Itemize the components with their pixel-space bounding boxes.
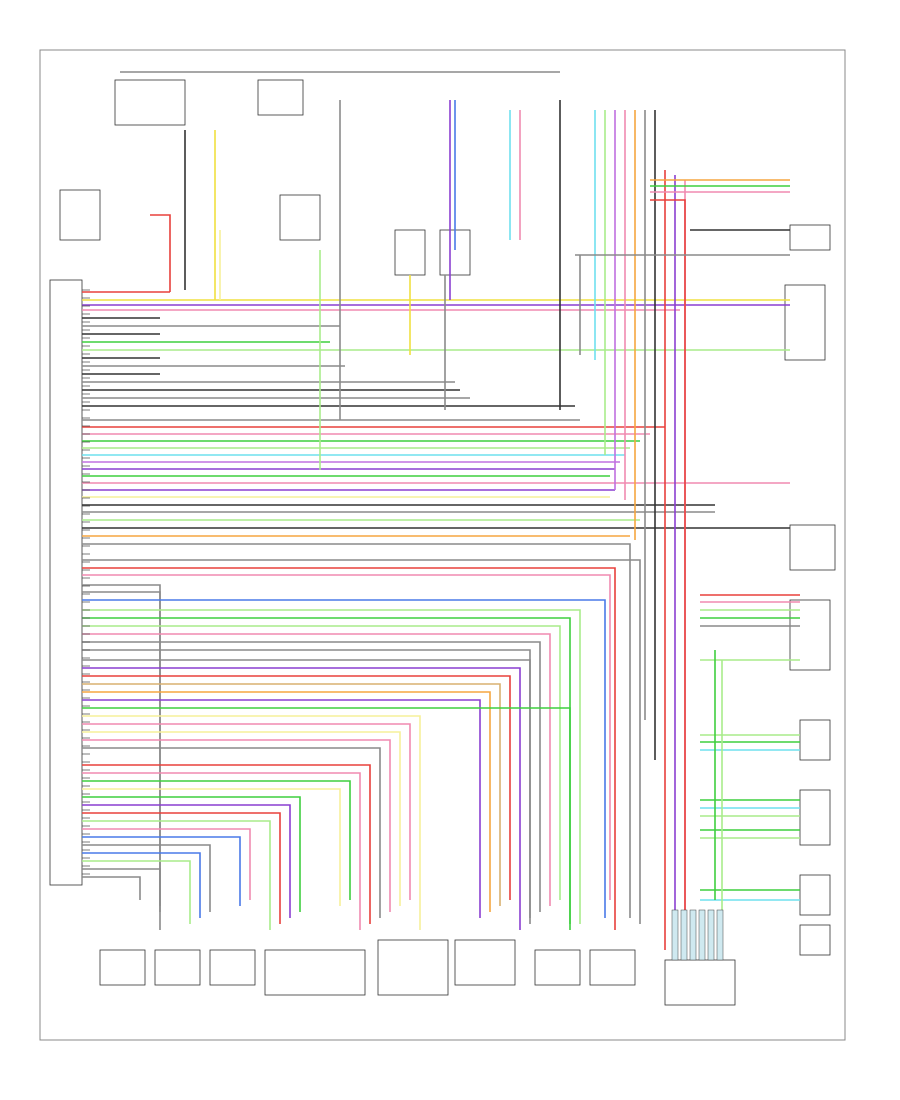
wire-71 xyxy=(82,868,161,930)
bottom-connector-pin xyxy=(716,909,724,961)
top-switch-left xyxy=(114,79,186,126)
bottom-connector-pin xyxy=(671,909,679,961)
diagram-frame xyxy=(39,49,846,1041)
right-sensor-3 xyxy=(799,719,831,761)
right-sensor-6 xyxy=(799,924,831,956)
wire-33 xyxy=(82,543,631,918)
pin-tick-group xyxy=(82,289,90,875)
wire-67 xyxy=(82,836,241,906)
bottom-sensor-1 xyxy=(99,949,146,986)
wire-65 xyxy=(82,820,271,930)
wire-group xyxy=(82,71,800,960)
wire-53 xyxy=(82,715,421,930)
wire-58 xyxy=(82,764,371,924)
wire-59 xyxy=(82,772,361,930)
wire-45 xyxy=(82,649,531,918)
wire-46 xyxy=(82,659,531,924)
wire-39 xyxy=(82,599,606,918)
wire-42 xyxy=(82,625,561,900)
wire-48 xyxy=(82,675,511,900)
wire-68 xyxy=(82,844,211,912)
wire-38 xyxy=(82,591,161,912)
bottom-connector-pin xyxy=(698,909,706,961)
bottom-sensor-3 xyxy=(209,949,256,986)
right-sensor-4 xyxy=(799,789,831,846)
wire-44 xyxy=(82,641,541,912)
wire-70 xyxy=(82,860,191,924)
wire-69 xyxy=(82,852,201,918)
right-feed-4 xyxy=(650,199,686,950)
wire-36 xyxy=(82,574,611,900)
brake-feed xyxy=(150,214,171,292)
bottom-connector-block xyxy=(664,959,736,1006)
wire-64 xyxy=(82,812,281,924)
brake-switch xyxy=(59,189,101,241)
wire-60 xyxy=(82,780,351,900)
bottom-injector-block xyxy=(264,949,366,996)
right-sensor-box xyxy=(784,284,826,361)
wire-50 xyxy=(82,691,491,912)
wire-47 xyxy=(82,667,521,930)
wire-54 xyxy=(82,723,411,900)
wire-40 xyxy=(82,609,581,924)
ignition-relay xyxy=(279,194,321,241)
wire-37 xyxy=(82,584,161,906)
bottom-connector-pin xyxy=(707,909,715,961)
engine-control-module xyxy=(49,279,83,886)
right-switch-top xyxy=(789,224,831,251)
wire-51 xyxy=(82,699,481,918)
right-mid-sensor-2 xyxy=(789,599,831,671)
bottom-sensor-2 xyxy=(154,949,201,986)
wire-62 xyxy=(82,796,301,912)
bottom-sensor-7 xyxy=(534,949,581,986)
bottom-connector-group xyxy=(671,909,724,961)
wire-52 xyxy=(82,707,571,924)
wire-66 xyxy=(82,828,251,900)
wire-57 xyxy=(82,747,381,918)
clutch-switch xyxy=(394,229,426,276)
wire-63 xyxy=(82,804,291,918)
bottom-connector-pin xyxy=(689,909,697,961)
wire-56 xyxy=(82,739,391,912)
bottom-connector-pin xyxy=(680,909,688,961)
bottom-throttle-body xyxy=(377,939,449,996)
wire-61 xyxy=(82,788,341,906)
wire-41 xyxy=(82,617,571,930)
wire-34 xyxy=(82,559,641,924)
wire-49 xyxy=(82,683,501,906)
wire-72 xyxy=(82,876,141,900)
bottom-sensor-8 xyxy=(589,949,636,986)
wire-55 xyxy=(82,731,401,906)
right-mid-sensor xyxy=(789,524,836,571)
right-sensor-5 xyxy=(799,874,831,916)
bottom-motor xyxy=(454,939,516,986)
wire-35 xyxy=(82,567,616,930)
wire-43 xyxy=(82,633,551,906)
top-relay xyxy=(257,79,304,116)
